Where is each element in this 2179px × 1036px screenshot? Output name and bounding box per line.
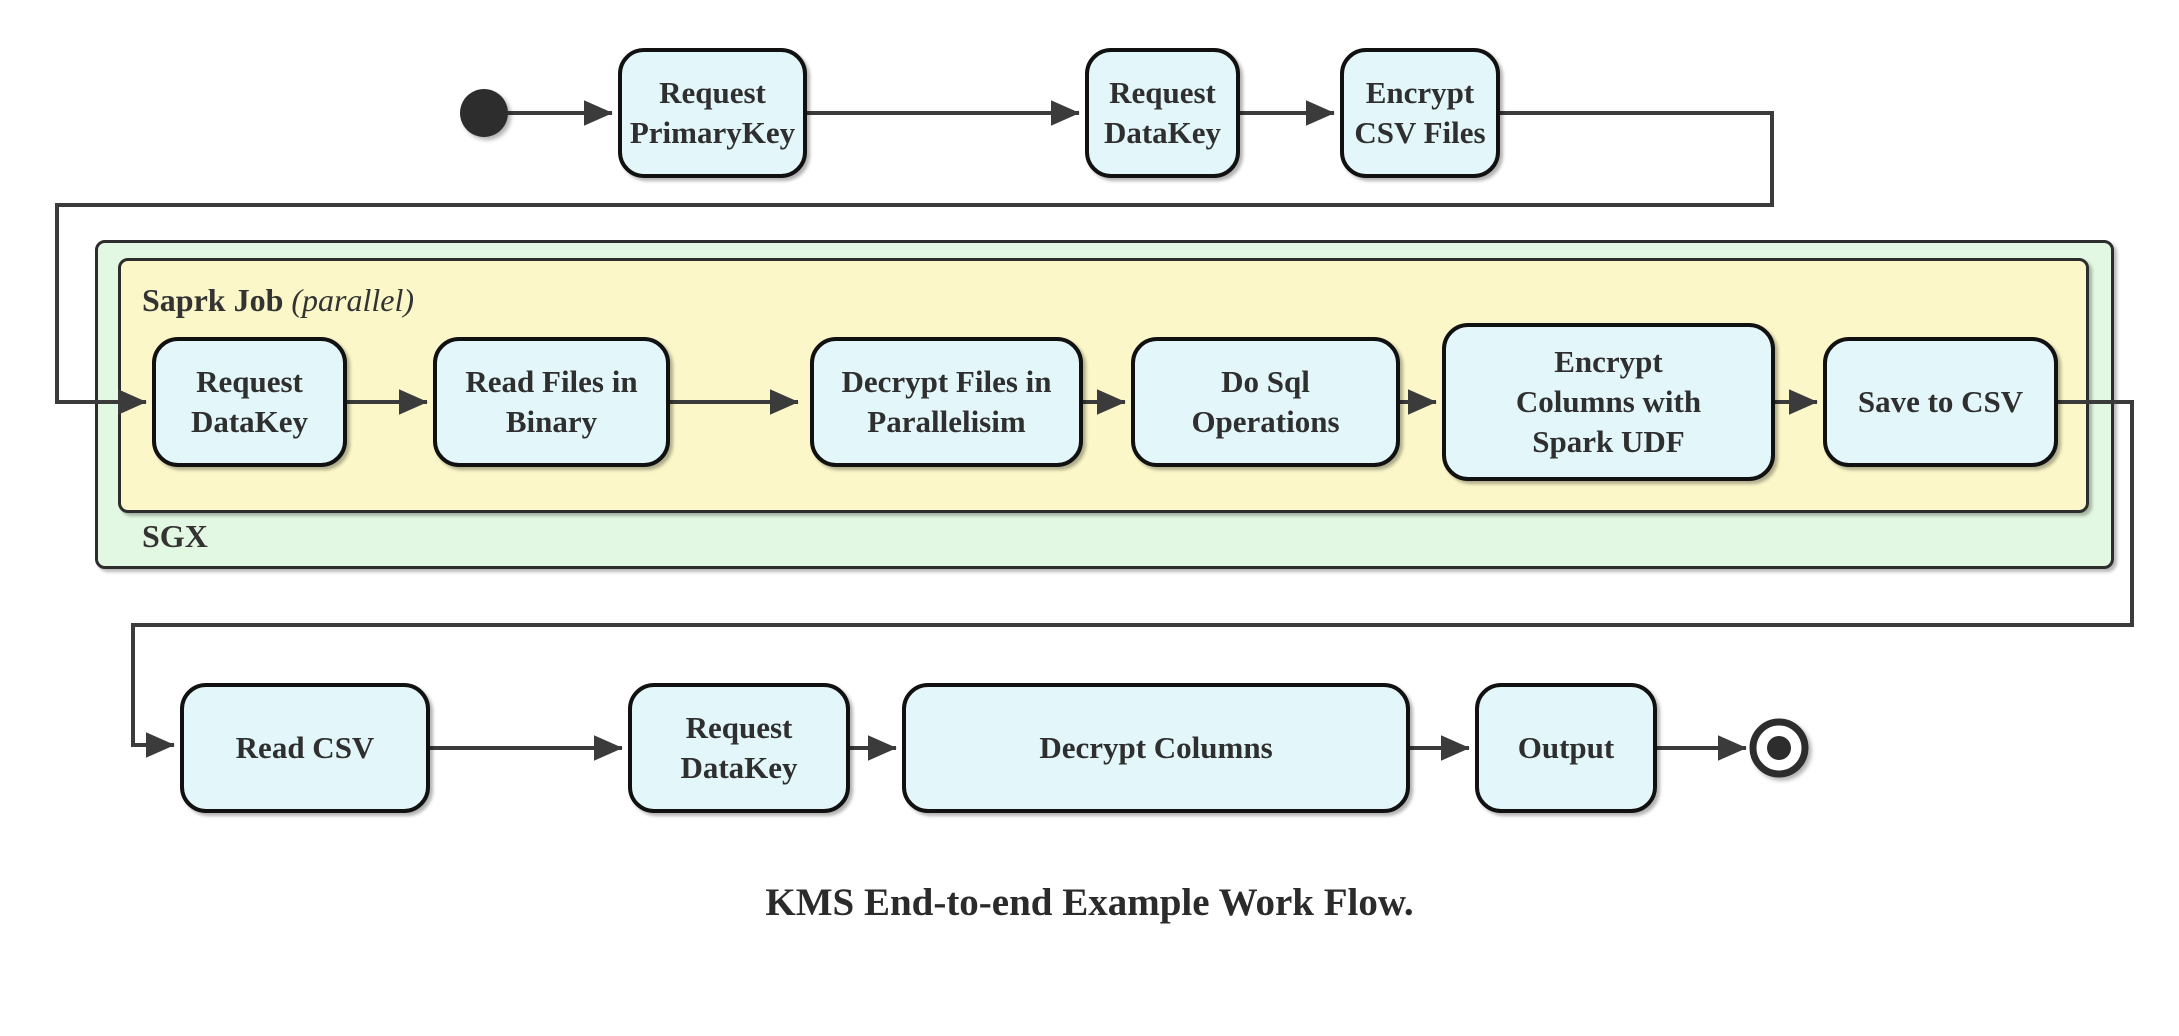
spark-job-label-text: Saprk Job xyxy=(142,282,284,318)
node-request-primarykey: Request PrimaryKey xyxy=(618,48,807,178)
node-decrypt-files-in-parallelisim: Decrypt Files in Parallelisim xyxy=(810,337,1083,467)
node-encrypt-csv-files: Encrypt CSV Files xyxy=(1340,48,1500,178)
node-request-datakey-client: Request DataKey xyxy=(628,683,850,813)
node-output: Output xyxy=(1475,683,1657,813)
node-request-datakey-sgx: Request DataKey xyxy=(152,337,347,467)
node-request-datakey-top: Request DataKey xyxy=(1085,48,1240,178)
node-read-files-in-binary: Read Files in Binary xyxy=(433,337,670,467)
node-save-to-csv: Save to CSV xyxy=(1823,337,2058,467)
node-do-sql-operations: Do Sql Operations xyxy=(1131,337,1400,467)
spark-job-qualifier: (parallel) xyxy=(291,282,415,318)
container-sgx-label: SGX xyxy=(142,518,208,554)
start-node xyxy=(460,89,508,137)
diagram-caption: KMS End-to-end Example Work Flow. xyxy=(765,881,1414,924)
node-encrypt-columns-with-spark-udf: Encrypt Columns with Spark UDF xyxy=(1442,323,1775,481)
container-spark-job-label: Saprk Job (parallel) xyxy=(142,282,414,319)
end-node xyxy=(1749,718,1809,778)
node-decrypt-columns: Decrypt Columns xyxy=(902,683,1410,813)
node-read-csv: Read CSV xyxy=(180,683,430,813)
